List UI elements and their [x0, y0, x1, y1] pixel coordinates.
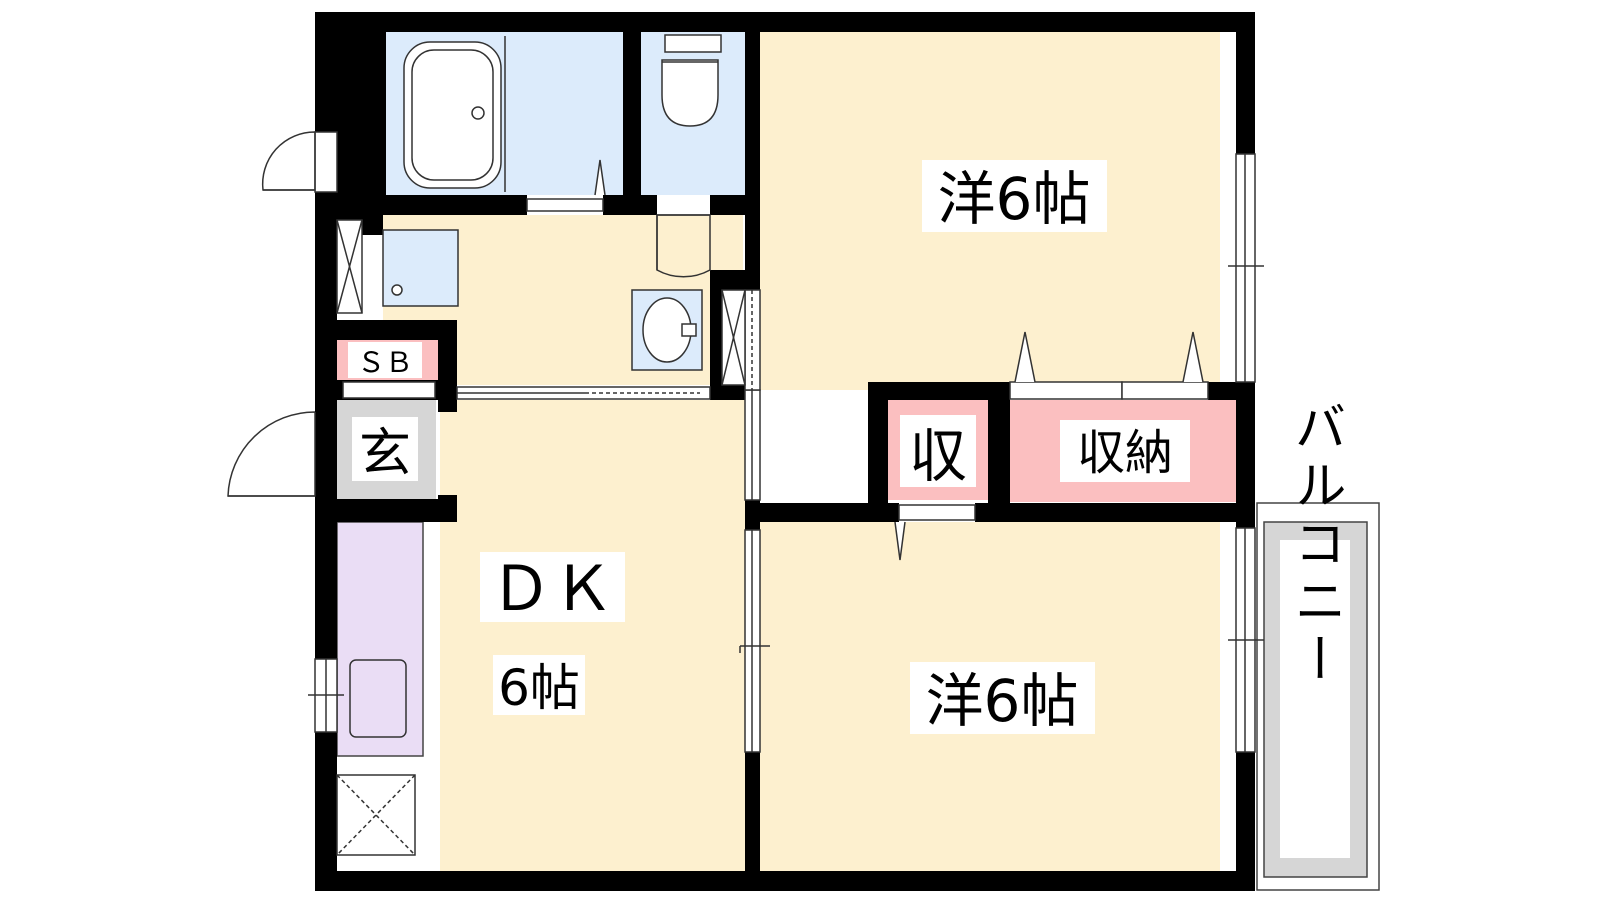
sliding-doors [342, 198, 1209, 753]
washbasin [631, 289, 703, 371]
balcony-label-bg [1280, 540, 1350, 858]
entrance-label: 玄 [359, 424, 411, 484]
closet-small-label-bg [900, 415, 976, 487]
sink [349, 659, 407, 738]
shoe-box-cabinet [336, 219, 363, 314]
western-room-1-label-bg [922, 160, 1107, 232]
refrigerator-space [336, 774, 416, 856]
balcony-label: バルコニー [1285, 400, 1345, 690]
bathtub [403, 36, 506, 192]
door-swings [227, 131, 1204, 561]
closet-large-label: 収納 [1077, 425, 1173, 481]
dk-size-label: 6帖 [498, 659, 580, 717]
western-room-1-label: 洋6帖 [938, 165, 1091, 233]
shoe-box-label: ＳＢ [357, 346, 413, 379]
dk-title-label-bg [480, 552, 625, 622]
walls [315, 12, 1255, 891]
dining-kitchen-floor [440, 400, 745, 872]
toilet [661, 34, 722, 127]
washing-machine-pan [382, 229, 459, 307]
windows [308, 131, 1264, 753]
shoe-box-label-bg [348, 342, 422, 378]
entrance-label-bg [352, 417, 418, 481]
dk-title-label: ＤＫ [490, 552, 614, 625]
closet-large-label-bg [1060, 420, 1190, 482]
kitchen-counter [336, 521, 424, 757]
dk-size-label-bg [493, 655, 585, 715]
western-room-2-label-bg [910, 662, 1095, 734]
western-room-2-label: 洋6帖 [926, 667, 1079, 735]
storage-cabinet-washroom [721, 289, 746, 386]
closet-small-label: 収 [909, 422, 967, 490]
